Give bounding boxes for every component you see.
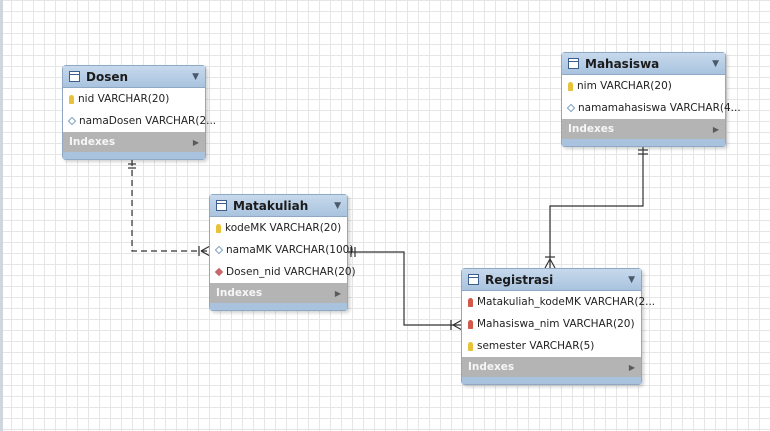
- entity-footer: [63, 152, 205, 159]
- expand-arrow-icon[interactable]: ▶: [192, 137, 199, 147]
- column-row[interactable]: semester VARCHAR(5): [462, 335, 641, 357]
- column-label: nim VARCHAR(20): [577, 80, 672, 92]
- expand-arrow-icon[interactable]: ▶: [712, 124, 719, 134]
- entity-dosen[interactable]: Dosen ▼ nid VARCHAR(20) namaDosen VARCHA…: [62, 65, 216, 160]
- column-label: Dosen_nid VARCHAR(20): [226, 266, 356, 278]
- column-row[interactable]: kodeMK VARCHAR(20): [210, 217, 347, 239]
- column-label: Matakuliah_kodeMK VARCHAR(2...: [477, 296, 656, 308]
- primary-key-icon: [468, 341, 473, 351]
- column-diamond-icon: [67, 116, 77, 126]
- column-row[interactable]: Matakuliah_kodeMK VARCHAR(2...: [462, 291, 655, 313]
- indexes-label: Indexes: [69, 136, 116, 148]
- indexes-label: Indexes: [216, 287, 263, 299]
- primary-key-icon: [216, 223, 221, 233]
- indexes-section[interactable]: Indexes ▶: [462, 357, 641, 377]
- column-label: namaMK VARCHAR(100): [226, 244, 354, 256]
- column-diamond-icon: [566, 103, 576, 113]
- relationship-mahasiswa-registrasi[interactable]: [544, 146, 648, 269]
- entity-footer: [462, 377, 641, 384]
- column-row[interactable]: Dosen_nid VARCHAR(20): [210, 261, 356, 283]
- primary-key-icon: [69, 94, 74, 104]
- foreign-key-diamond-icon: [214, 267, 224, 277]
- relationship-dosen-matakuliah[interactable]: [128, 160, 211, 257]
- indexes-section[interactable]: Indexes ▶: [63, 132, 205, 152]
- entity-matakuliah-title: Matakuliah: [233, 198, 309, 213]
- column-row[interactable]: namaMK VARCHAR(100): [210, 239, 353, 261]
- entity-footer: [562, 139, 725, 146]
- entity-footer: [210, 303, 347, 310]
- collapse-triangle-icon[interactable]: ▼: [712, 58, 719, 69]
- collapse-triangle-icon[interactable]: ▼: [192, 71, 199, 82]
- entity-registrasi-header[interactable]: Registrasi ▼: [462, 269, 641, 291]
- indexes-section[interactable]: Indexes ▶: [562, 119, 725, 139]
- foreign-primary-key-icon: [468, 297, 473, 307]
- canvas-left-edge: [0, 0, 3, 431]
- expand-arrow-icon[interactable]: ▶: [628, 362, 635, 372]
- table-icon: [568, 58, 579, 69]
- collapse-triangle-icon[interactable]: ▼: [628, 274, 635, 285]
- indexes-label: Indexes: [468, 361, 515, 373]
- column-label: nid VARCHAR(20): [78, 93, 170, 105]
- indexes-section[interactable]: Indexes ▶: [210, 283, 347, 303]
- entity-mahasiswa[interactable]: Mahasiswa ▼ nim VARCHAR(20) namamahasisw…: [561, 52, 741, 147]
- table-icon: [69, 71, 80, 82]
- primary-key-icon: [568, 81, 573, 91]
- table-icon: [468, 274, 479, 285]
- column-row[interactable]: namamahasiswa VARCHAR(4...: [562, 97, 741, 119]
- entity-registrasi[interactable]: Registrasi ▼ Matakuliah_kodeMK VARCHAR(2…: [461, 268, 655, 385]
- column-diamond-icon: [214, 245, 224, 255]
- entity-matakuliah-header[interactable]: Matakuliah ▼: [210, 195, 347, 217]
- column-row[interactable]: namaDosen VARCHAR(2...: [63, 110, 216, 132]
- collapse-triangle-icon[interactable]: ▼: [334, 200, 341, 211]
- entity-mahasiswa-title: Mahasiswa: [585, 56, 660, 71]
- entity-dosen-title: Dosen: [86, 69, 129, 84]
- relationship-matakuliah-registrasi[interactable]: [347, 247, 463, 331]
- column-row[interactable]: Mahasiswa_nim VARCHAR(20): [462, 313, 641, 335]
- foreign-primary-key-icon: [468, 319, 473, 329]
- column-row[interactable]: nim VARCHAR(20): [562, 75, 725, 97]
- indexes-label: Indexes: [568, 123, 615, 135]
- entity-dosen-header[interactable]: Dosen ▼: [63, 66, 205, 88]
- entity-mahasiswa-header[interactable]: Mahasiswa ▼: [562, 53, 725, 75]
- expand-arrow-icon[interactable]: ▶: [334, 288, 341, 298]
- column-label: namaDosen VARCHAR(2...: [79, 115, 217, 127]
- column-label: semester VARCHAR(5): [477, 340, 595, 352]
- column-row[interactable]: nid VARCHAR(20): [63, 88, 205, 110]
- column-label: kodeMK VARCHAR(20): [225, 222, 342, 234]
- table-icon: [216, 200, 227, 211]
- entity-registrasi-title: Registrasi: [485, 272, 554, 287]
- entity-matakuliah[interactable]: Matakuliah ▼ kodeMK VARCHAR(20) namaMK V…: [209, 194, 356, 311]
- column-label: namamahasiswa VARCHAR(4...: [578, 102, 741, 114]
- column-label: Mahasiswa_nim VARCHAR(20): [477, 318, 635, 330]
